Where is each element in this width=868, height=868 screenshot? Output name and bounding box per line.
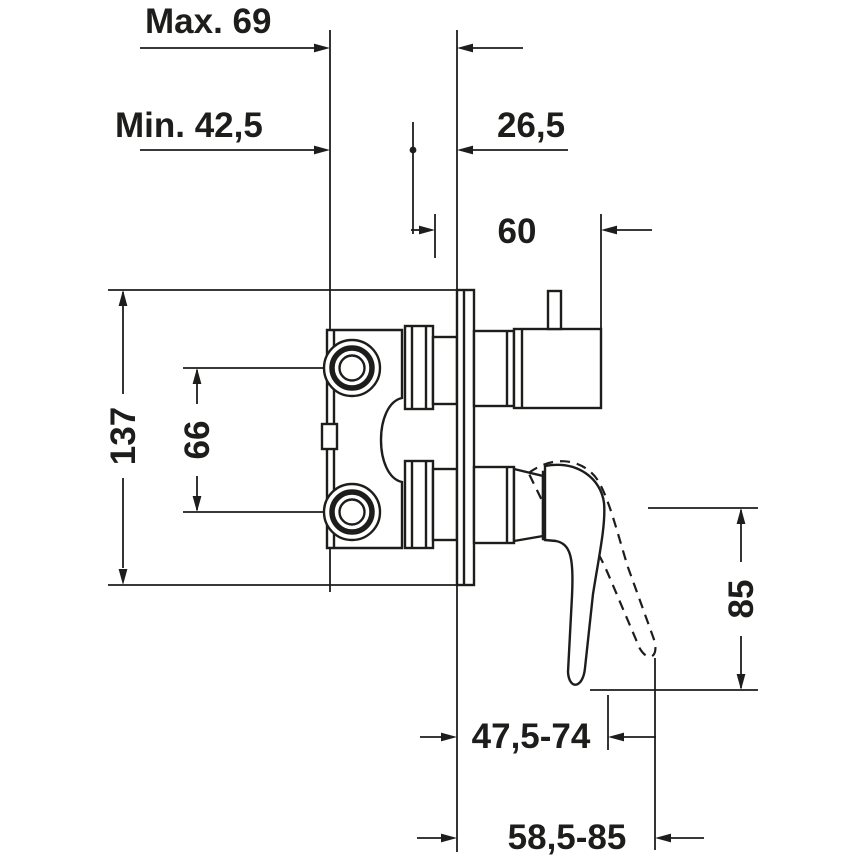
dim-label-tile-adjustment: 26,5: [497, 106, 565, 145]
label-mask: [104, 394, 142, 478]
concealed-mixer-valve: [320, 288, 657, 686]
arrowhead-right-icon: [314, 43, 330, 53]
extension-lines: [108, 30, 758, 852]
wall-plate: [455, 288, 476, 587]
dimension-reach-tip: 58,5-85: [417, 818, 704, 857]
arrowhead-down-icon: [118, 569, 128, 585]
arrowhead-left-icon: [457, 43, 473, 53]
label-mask: [180, 406, 214, 474]
dim-label-reach-front: 47,5-74: [472, 717, 591, 756]
dim-label-min-depth: Min. 42,5: [115, 106, 263, 145]
valve-body-top: [403, 324, 435, 411]
dimension-max-depth: Max. 69: [140, 2, 523, 53]
arrowhead-up-icon: [192, 368, 202, 384]
dimension-port-spacing: 66: [178, 368, 217, 512]
dimension-reach-front: 47,5-74: [420, 717, 656, 756]
arrowhead-left-icon: [655, 833, 671, 843]
dim-label-stem-projection: 60: [498, 212, 537, 251]
arrowhead-up-icon: [736, 508, 746, 524]
dim-label-max-depth: Max. 69: [145, 2, 271, 41]
dimension-handle-drop: 85: [722, 508, 761, 690]
handle-cone: [512, 467, 545, 543]
valve-flange-top: [431, 335, 459, 406]
arrowhead-down-icon: [736, 674, 746, 690]
dimension-tile-adjustment: 26,5: [457, 106, 568, 155]
label-mask: [724, 564, 758, 634]
bracket-clip: [320, 422, 339, 451]
valve-body-bottom: [403, 459, 435, 550]
port-bore: [338, 498, 366, 526]
dim-label-handle-drop: 85: [722, 580, 761, 619]
dimension-plate-height: 137: [104, 290, 143, 585]
valve-flange-bottom: [431, 467, 459, 542]
arrowhead-right-icon: [441, 732, 457, 742]
stem-pin: [546, 289, 563, 331]
supply-port-top: [322, 338, 382, 398]
arrowhead-right-icon: [441, 833, 457, 843]
handle-lever-solid: [543, 463, 606, 686]
dim-label-port-spacing: 66: [178, 421, 217, 460]
supply-port-bottom: [322, 482, 382, 542]
dim-label-reach-tip: 58,5-85: [508, 818, 627, 857]
port-bore: [338, 354, 366, 382]
dim-label-plate-height: 137: [104, 407, 143, 465]
arrowhead-right-icon: [314, 145, 330, 155]
arrowhead-down-icon: [192, 496, 202, 512]
centerline-dot: [409, 146, 417, 154]
arrowhead-left-icon: [608, 732, 624, 742]
dimension-stem-projection: 60: [411, 212, 652, 251]
dimension-min-depth: Min. 42,5: [115, 106, 330, 155]
outlet-stem-block: [512, 327, 603, 410]
arrowhead-right-icon: [419, 225, 435, 235]
arrowhead-up-icon: [118, 290, 128, 306]
arrowhead-left-icon: [601, 225, 617, 235]
arrowhead-left-icon: [457, 145, 473, 155]
